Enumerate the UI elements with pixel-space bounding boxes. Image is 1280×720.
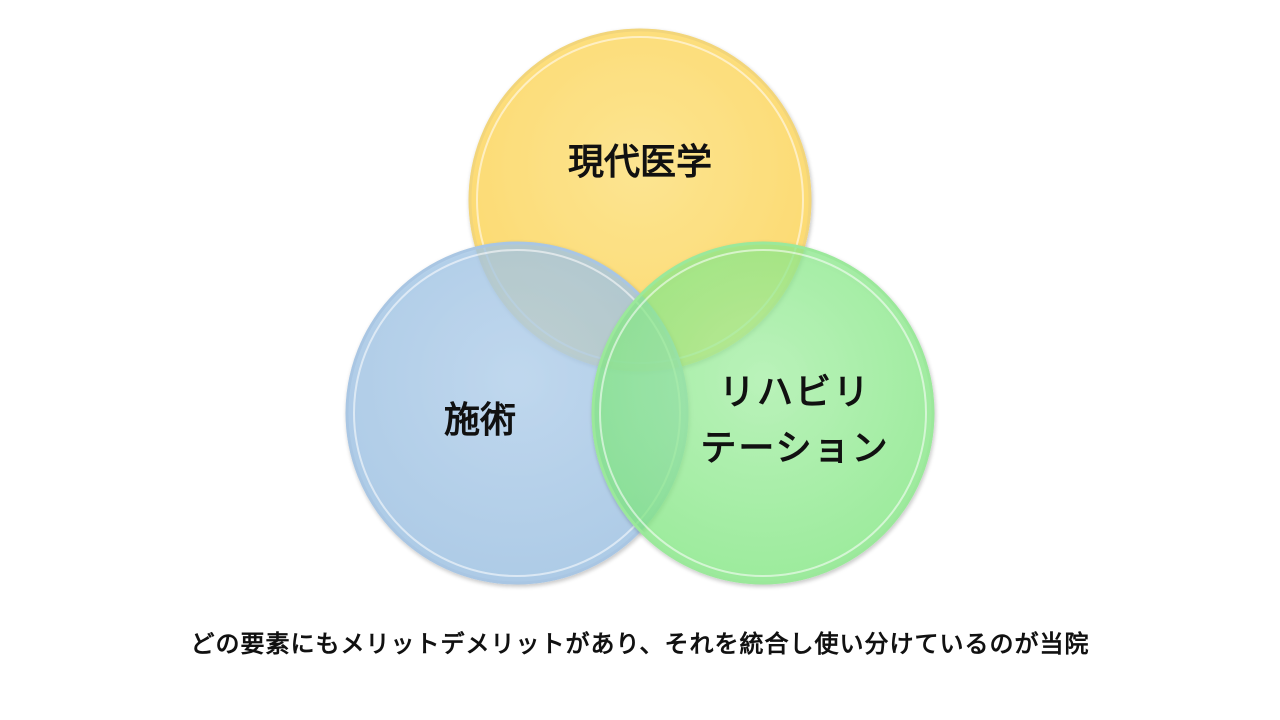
circle-rehabilitation bbox=[591, 241, 935, 585]
label-modern-medicine: 現代医学 bbox=[567, 142, 712, 183]
label-rehabilitation-line-1: リハビリ bbox=[718, 372, 871, 413]
label-rehabilitation-line-2: テーション bbox=[700, 428, 890, 469]
label-rehabilitation: リハビリ テーション bbox=[660, 365, 930, 477]
caption-text: どの要素にもメリットデメリットがあり、それを統合し使い分けているのが当院 bbox=[190, 630, 1090, 658]
label-treatment: 施術 bbox=[443, 400, 516, 441]
